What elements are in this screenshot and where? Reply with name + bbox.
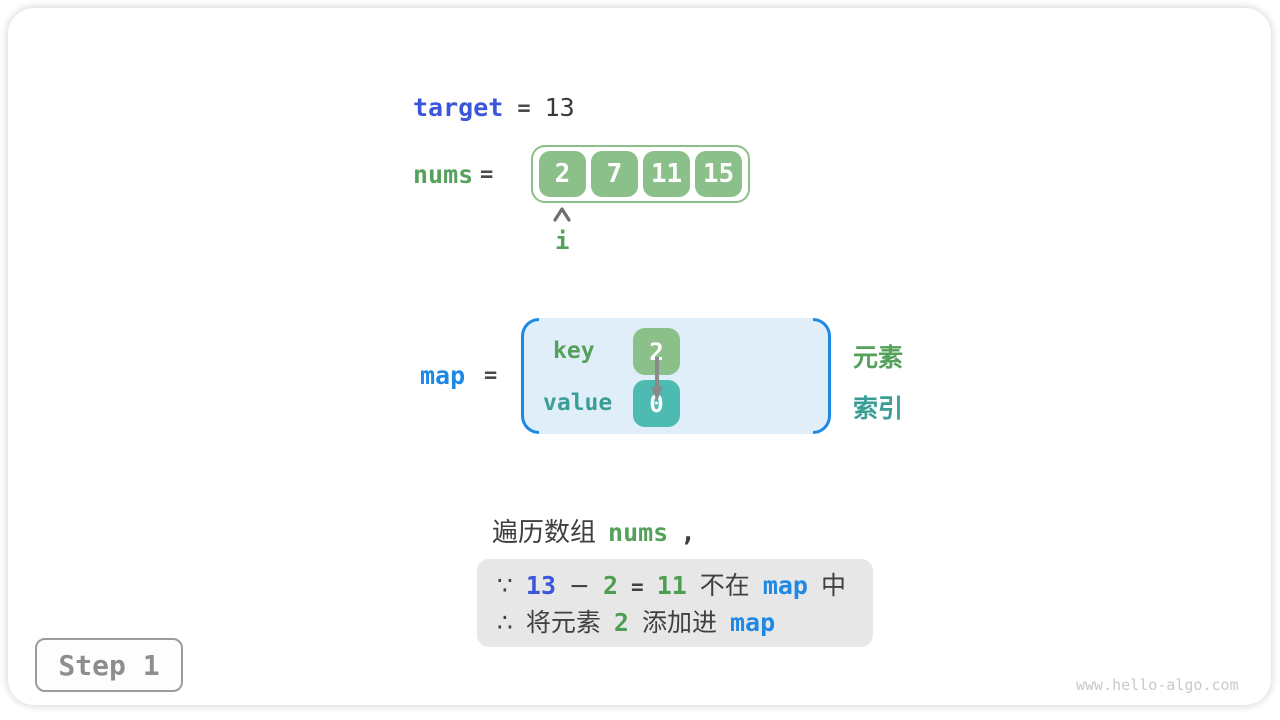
map-key-cell: 2 [633, 328, 680, 375]
target-equals: = [517, 96, 531, 121]
map-container: key value 2 0 [521, 318, 831, 434]
map-key-label: key [553, 338, 595, 364]
caption-text: 遍历数组 [492, 518, 597, 548]
arrow-down-icon [651, 357, 663, 401]
map-var-name: map [420, 361, 466, 390]
caret-up-icon [553, 207, 571, 222]
array-cell: 7 [591, 151, 638, 197]
note-target-value: 13 [525, 571, 557, 600]
because-symbol: ∵ [497, 571, 513, 600]
note-equals: = [631, 575, 644, 599]
therefore-symbol: ∴ [497, 608, 513, 637]
nums-var-name: nums [413, 160, 474, 189]
note-line-2: ∴ 将元素 2 添加进 map [497, 605, 873, 640]
note-not-in-text: 不在 [699, 571, 750, 600]
map-equals: = [484, 363, 498, 388]
index-label: 索引 [853, 394, 904, 423]
element-label: 元素 [853, 343, 904, 372]
target-value: 13 [544, 93, 575, 122]
note-add-verb: 添加进 [641, 608, 717, 637]
nums-equals: = [480, 162, 494, 187]
array-cell: 15 [695, 151, 742, 197]
array-cell: 2 [539, 151, 586, 197]
map-value-label: value [543, 390, 613, 416]
note-in-suffix: 中 [820, 571, 846, 600]
note-add-prefix: 将元素 [525, 608, 601, 637]
note-map-code-2: map [730, 608, 776, 637]
step-badge-label: Step 1 [58, 648, 160, 682]
target-line: target = 13 [413, 93, 575, 124]
array-cell: 11 [643, 151, 690, 197]
caption-line: 遍历数组 nums, [492, 512, 696, 549]
map-right-bracket [813, 318, 831, 434]
watermark: www.hello-algo.com [1076, 676, 1239, 694]
note-line-1: ∵ 13−2 = 11 不在 map 中 [497, 568, 873, 605]
note-difference: 11 [656, 571, 687, 600]
minus-sign: − [569, 571, 590, 600]
note-current-element: 2 [602, 571, 619, 600]
caption-comma: , [680, 518, 696, 548]
caption-nums-code: nums [608, 518, 669, 547]
index-pointer-label: i [555, 227, 570, 255]
note-element-value: 2 [613, 608, 629, 637]
step-badge: Step 1 [35, 638, 183, 692]
target-var-name: target [413, 93, 504, 122]
nums-array: 2 7 11 15 [531, 145, 750, 203]
map-left-bracket [521, 318, 539, 434]
note-map-code-1: map [762, 571, 808, 600]
